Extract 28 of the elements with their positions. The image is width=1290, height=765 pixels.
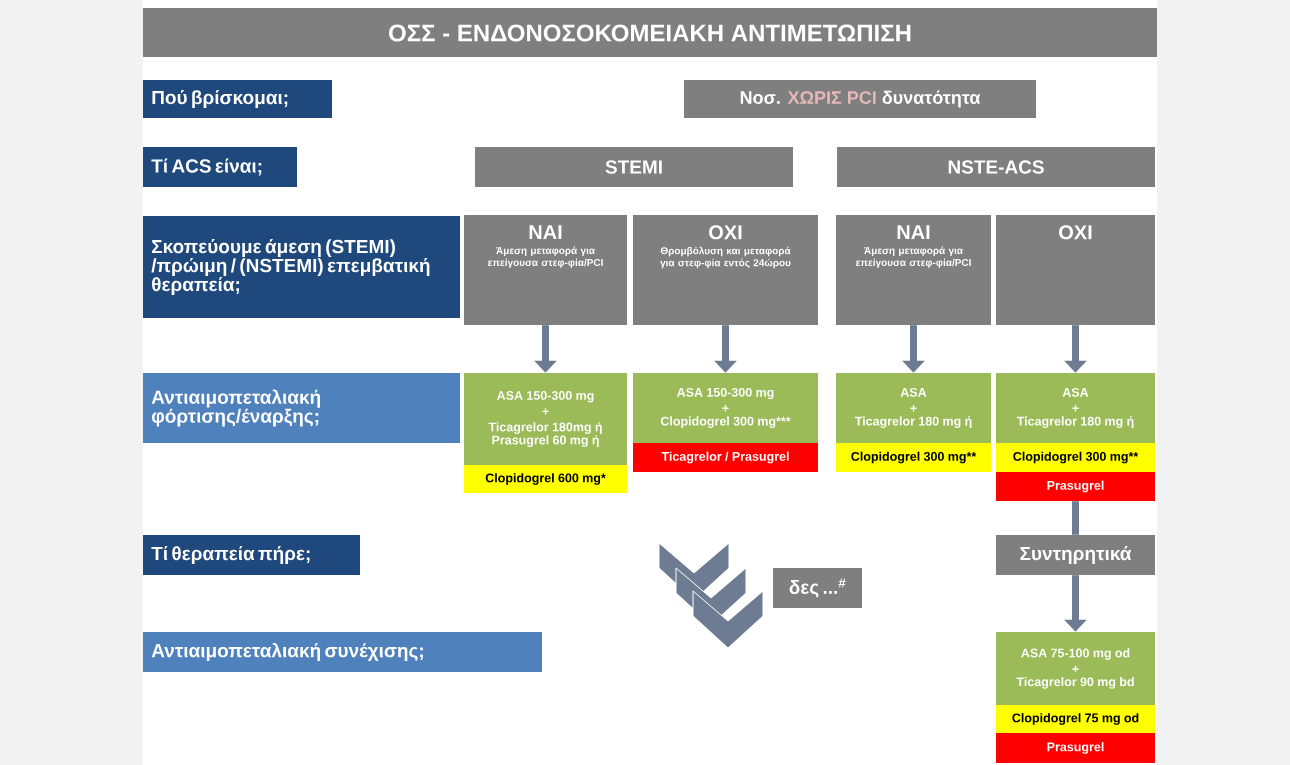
see-note-box: δες ...$^{#}$: [773, 568, 862, 608]
setting-box: Νοσ. ΧΩΡΙΣ PCI δυνατότητα: [684, 80, 1036, 118]
category-box: NSTE-ACS: [837, 147, 1155, 187]
category-box: Συντηρητικά: [996, 535, 1155, 575]
decision-box: ΝΑΙ Άμεση μεταφορά για επείγουσα στεφ-φία/PCI: [836, 215, 991, 325]
alternative-drug-band: Clopidogrel 600 mg*: [464, 465, 627, 493]
drug-box: ASA 75-100 mg od + Ticagrelor 90 mg bd: [996, 632, 1155, 705]
alternative-drug-band: Clopidogrel 300 mg**: [996, 443, 1155, 472]
decision-box: ΝΑΙ Άμεση μεταφορά για επείγουσα στεφ-φία/PCI: [464, 215, 627, 325]
alternative-drug-band: Clopidogrel 75 mg od: [996, 705, 1155, 733]
decision-box: ΟΧΙ: [996, 215, 1155, 325]
avoid-drug-band: Prasugrel: [996, 733, 1155, 763]
question-label: Τί ACS είναι;: [143, 147, 297, 187]
question-label: Αντιαιμοπεταλιακή φόρτισης/έναρξης;: [143, 373, 460, 443]
question-label: Σκοπεύουμε άμεση (STEMI) /πρώιμη / (NSTEMI) επεμβατική θεραπεία;: [143, 216, 460, 318]
avoid-drug-band: Ticagrelor / Prasugrel: [633, 443, 818, 472]
drug-box: ASA 150-300 mg + Ticagrelor 180mg ή Prasugrel 60 mg ή: [464, 373, 627, 465]
drug-box: ASA + Ticagrelor 180 mg ή: [836, 373, 991, 443]
question-label: Τί θεραπεία πήρε;: [143, 535, 360, 575]
alternative-drug-band: Clopidogrel 300 mg**: [836, 443, 991, 472]
question-label: Αντιαιμοπεταλιακή συνέχισης;: [143, 632, 542, 672]
decision-box: ΟΧΙ Θρομβόλυση και μεταφορά για στεφ-φία εντός 24ώρου: [633, 215, 818, 325]
avoid-drug-band: Prasugrel: [996, 472, 1155, 501]
drug-box: ASA + Ticagrelor 180 mg ή: [996, 373, 1155, 443]
category-box: STEMI: [475, 147, 793, 187]
question-label: Πού βρίσκομαι;: [143, 80, 332, 118]
title-band: ΟΣΣ - ΕΝΔΟΝΟΣΟΚΟΜΕΙΑΚΗ ΑΝΤΙΜΕΤΩΠΙΣΗ: [143, 8, 1157, 57]
drug-box: ASA 150-300 mg + Clopidogrel 300 mg***: [633, 373, 818, 443]
